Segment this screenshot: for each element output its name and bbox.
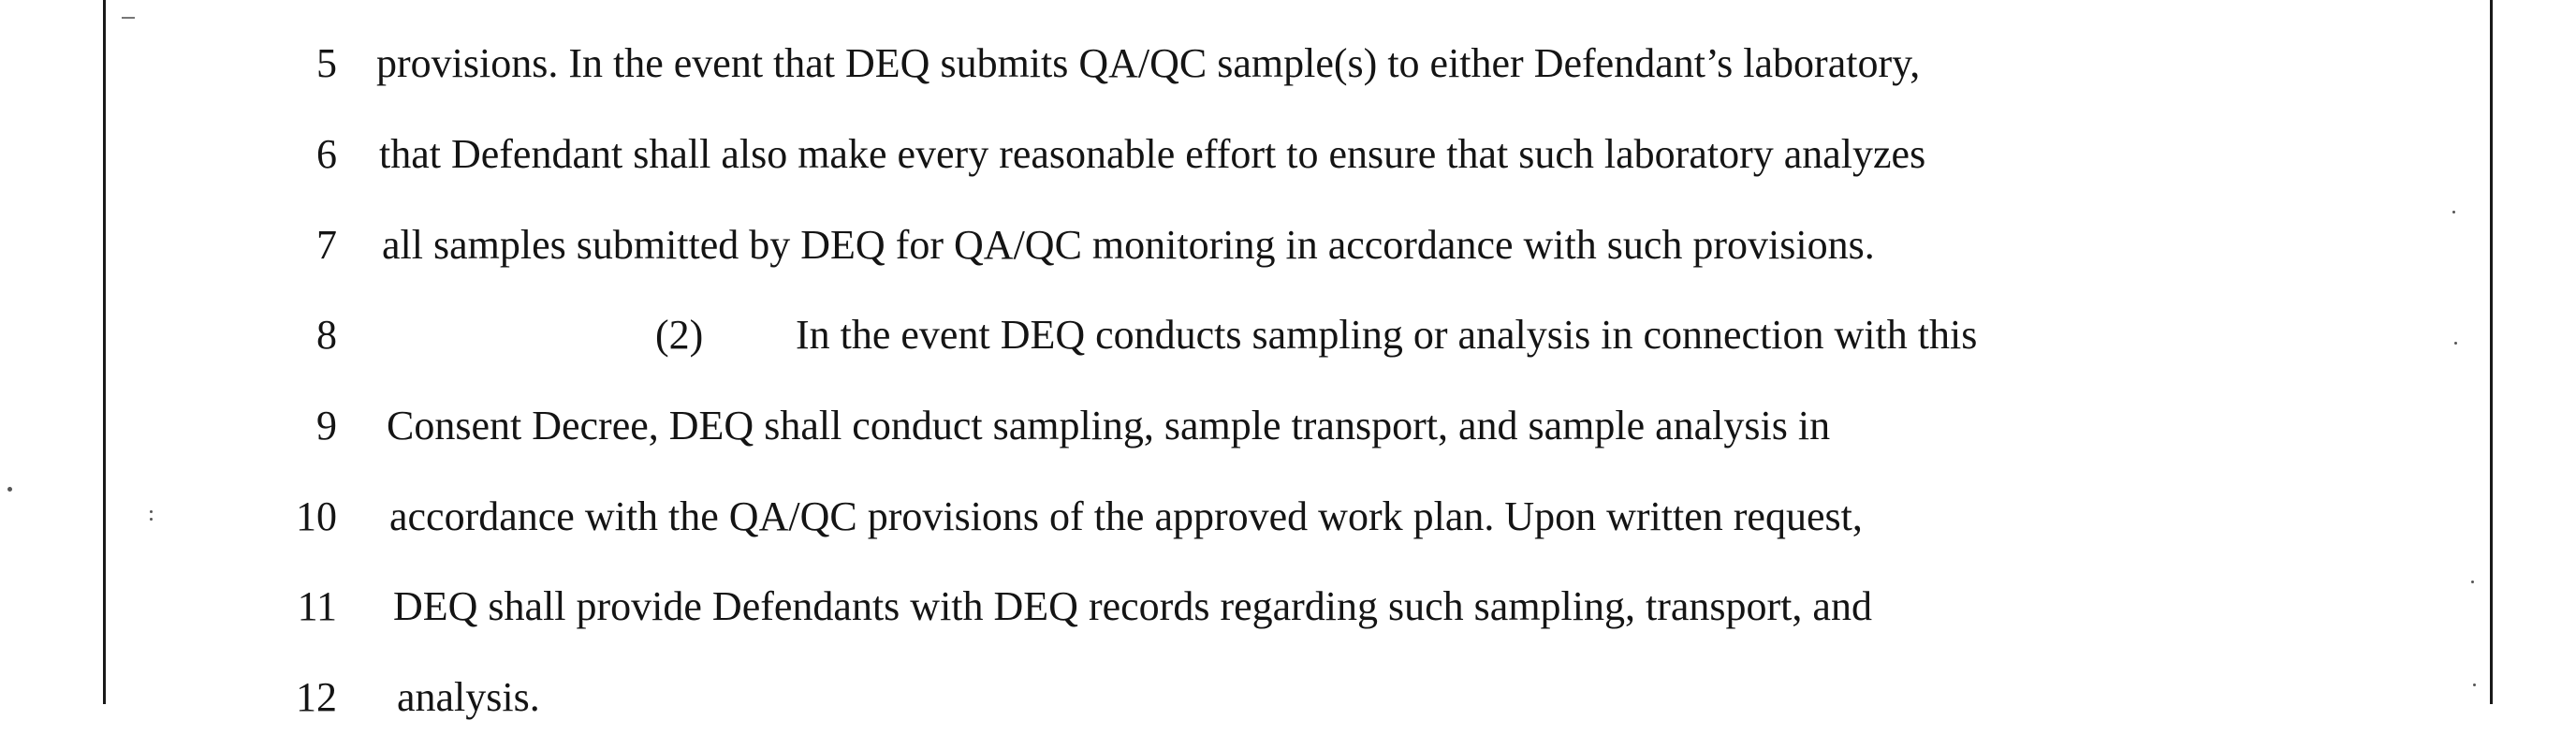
left-margin-rule	[103, 0, 106, 704]
document-line: 10 accordance with the QA/QC provisions …	[0, 479, 2576, 554]
line-text: DEQ shall provide Defendants with DEQ re…	[393, 583, 1872, 629]
document-line: 7 all samples submitted by DEQ for QA/QC…	[0, 208, 2576, 283]
line-number: 9	[316, 403, 337, 448]
line-number: 12	[296, 674, 337, 720]
document-line: 9 Consent Decree, DEQ shall conduct samp…	[0, 389, 2576, 463]
document-page: 5 provisions. In the event that DEQ subm…	[0, 0, 2576, 720]
scan-speck	[2471, 581, 2474, 583]
line-text: Consent Decree, DEQ shall conduct sampli…	[387, 403, 1831, 448]
line-text: analysis.	[397, 674, 540, 720]
document-line: 6 that Defendant shall also make every r…	[0, 117, 2576, 192]
document-line: 8 (2) In the event DEQ conducts sampling…	[0, 298, 2576, 373]
line-number: 7	[316, 222, 337, 268]
document-line: 12 analysis.	[0, 660, 2576, 735]
line-number: 10	[296, 493, 337, 539]
scan-speck	[2452, 211, 2455, 213]
line-number: 6	[316, 131, 337, 177]
line-text: all samples submitted by DEQ for QA/QC m…	[382, 222, 1875, 268]
document-line: 11 DEQ shall provide Defendants with DEQ…	[0, 569, 2576, 644]
line-number: 5	[316, 40, 337, 86]
subsection-marker: (2)	[655, 312, 704, 358]
scan-speck	[2473, 684, 2476, 686]
right-margin-rule	[2490, 0, 2493, 704]
document-line: 5 provisions. In the event that DEQ subm…	[0, 26, 2576, 101]
line-text: In the event DEQ conducts sampling or an…	[796, 312, 1978, 358]
scan-speck	[150, 518, 153, 521]
scan-mark	[122, 17, 135, 19]
line-text: provisions. In the event that DEQ submit…	[376, 40, 1921, 86]
scan-speck	[150, 510, 153, 513]
scan-speck	[7, 487, 12, 492]
line-text: that Defendant shall also make every rea…	[379, 131, 1926, 177]
scan-speck	[2454, 342, 2457, 345]
line-number: 8	[316, 312, 337, 358]
line-number: 11	[297, 583, 337, 629]
line-text: accordance with the QA/QC provisions of …	[389, 493, 1863, 539]
